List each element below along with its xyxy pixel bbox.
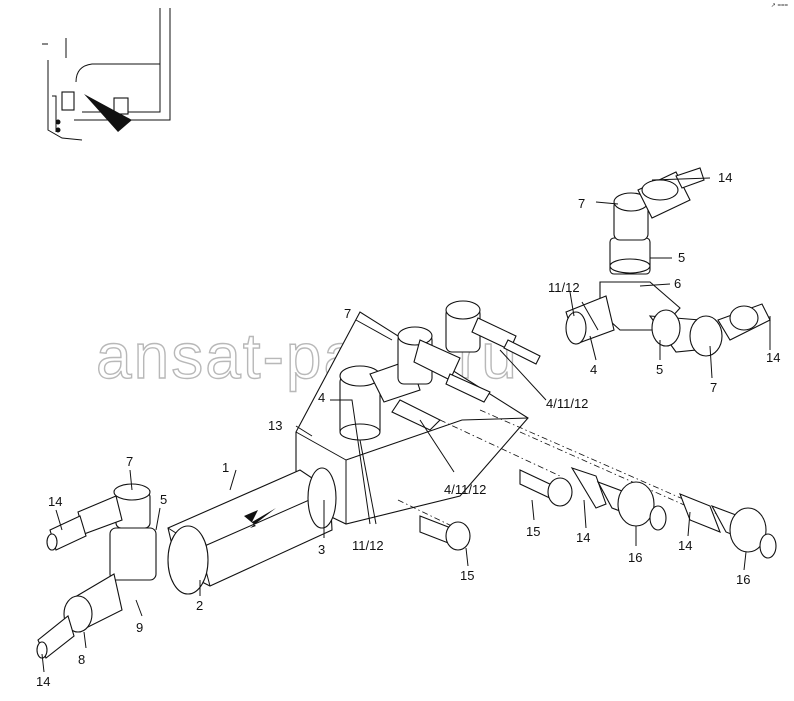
callout-7-top: 7 [578,196,585,211]
location-arrow-icon [84,94,132,132]
callout-labels: 14 7 5 6 11/12 14 4 5 7 7 4 4/11/12 13 1… [36,170,780,689]
callout-4-11-12-top: 4/11/12 [546,396,588,411]
callout-14-mid: 14 [576,530,590,545]
loose-fittings [397,409,777,559]
callout-7-right: 7 [710,380,717,395]
upper-right-tee-assembly [565,167,771,357]
leader-lines [41,177,771,673]
callout-1: 1 [222,460,229,475]
callout-14-right: 14 [766,350,780,365]
callout-7-block: 7 [344,306,351,321]
callout-2: 2 [196,598,203,613]
callout-14-bottom: 14 [36,674,50,689]
location-thumbnail [42,8,171,141]
callout-15-b: 15 [460,568,474,583]
callout-8: 8 [78,652,85,667]
callout-14-far: 14 [678,538,692,553]
callout-13: 13 [268,418,282,433]
callout-4-left: 4 [318,390,325,405]
callout-3: 3 [318,542,325,557]
callout-6: 6 [674,276,681,291]
callout-15-a: 15 [526,524,540,539]
callout-16-b: 16 [736,572,750,587]
callout-5-right: 5 [656,362,663,377]
callout-5-top: 5 [678,250,685,265]
callout-11-12-right: 11/12 [548,280,580,295]
callout-7-left: 7 [126,454,133,469]
flow-direction-arrow-icon [244,508,276,528]
manifold-top-fittings [339,300,541,441]
callout-4-11-12-mid: 4/11/12 [444,482,486,497]
filter-body [167,467,337,595]
corner-mark: ↗ === [770,3,788,9]
callout-4-right: 4 [590,362,597,377]
callout-11-12-bottom: 11/12 [352,538,384,553]
left-tee-assembly [36,483,157,659]
callout-14-left: 14 [48,494,62,509]
callout-16-a: 16 [628,550,642,565]
callout-14-top: 14 [718,170,732,185]
callout-9: 9 [136,620,143,635]
callout-5-left: 5 [160,492,167,507]
